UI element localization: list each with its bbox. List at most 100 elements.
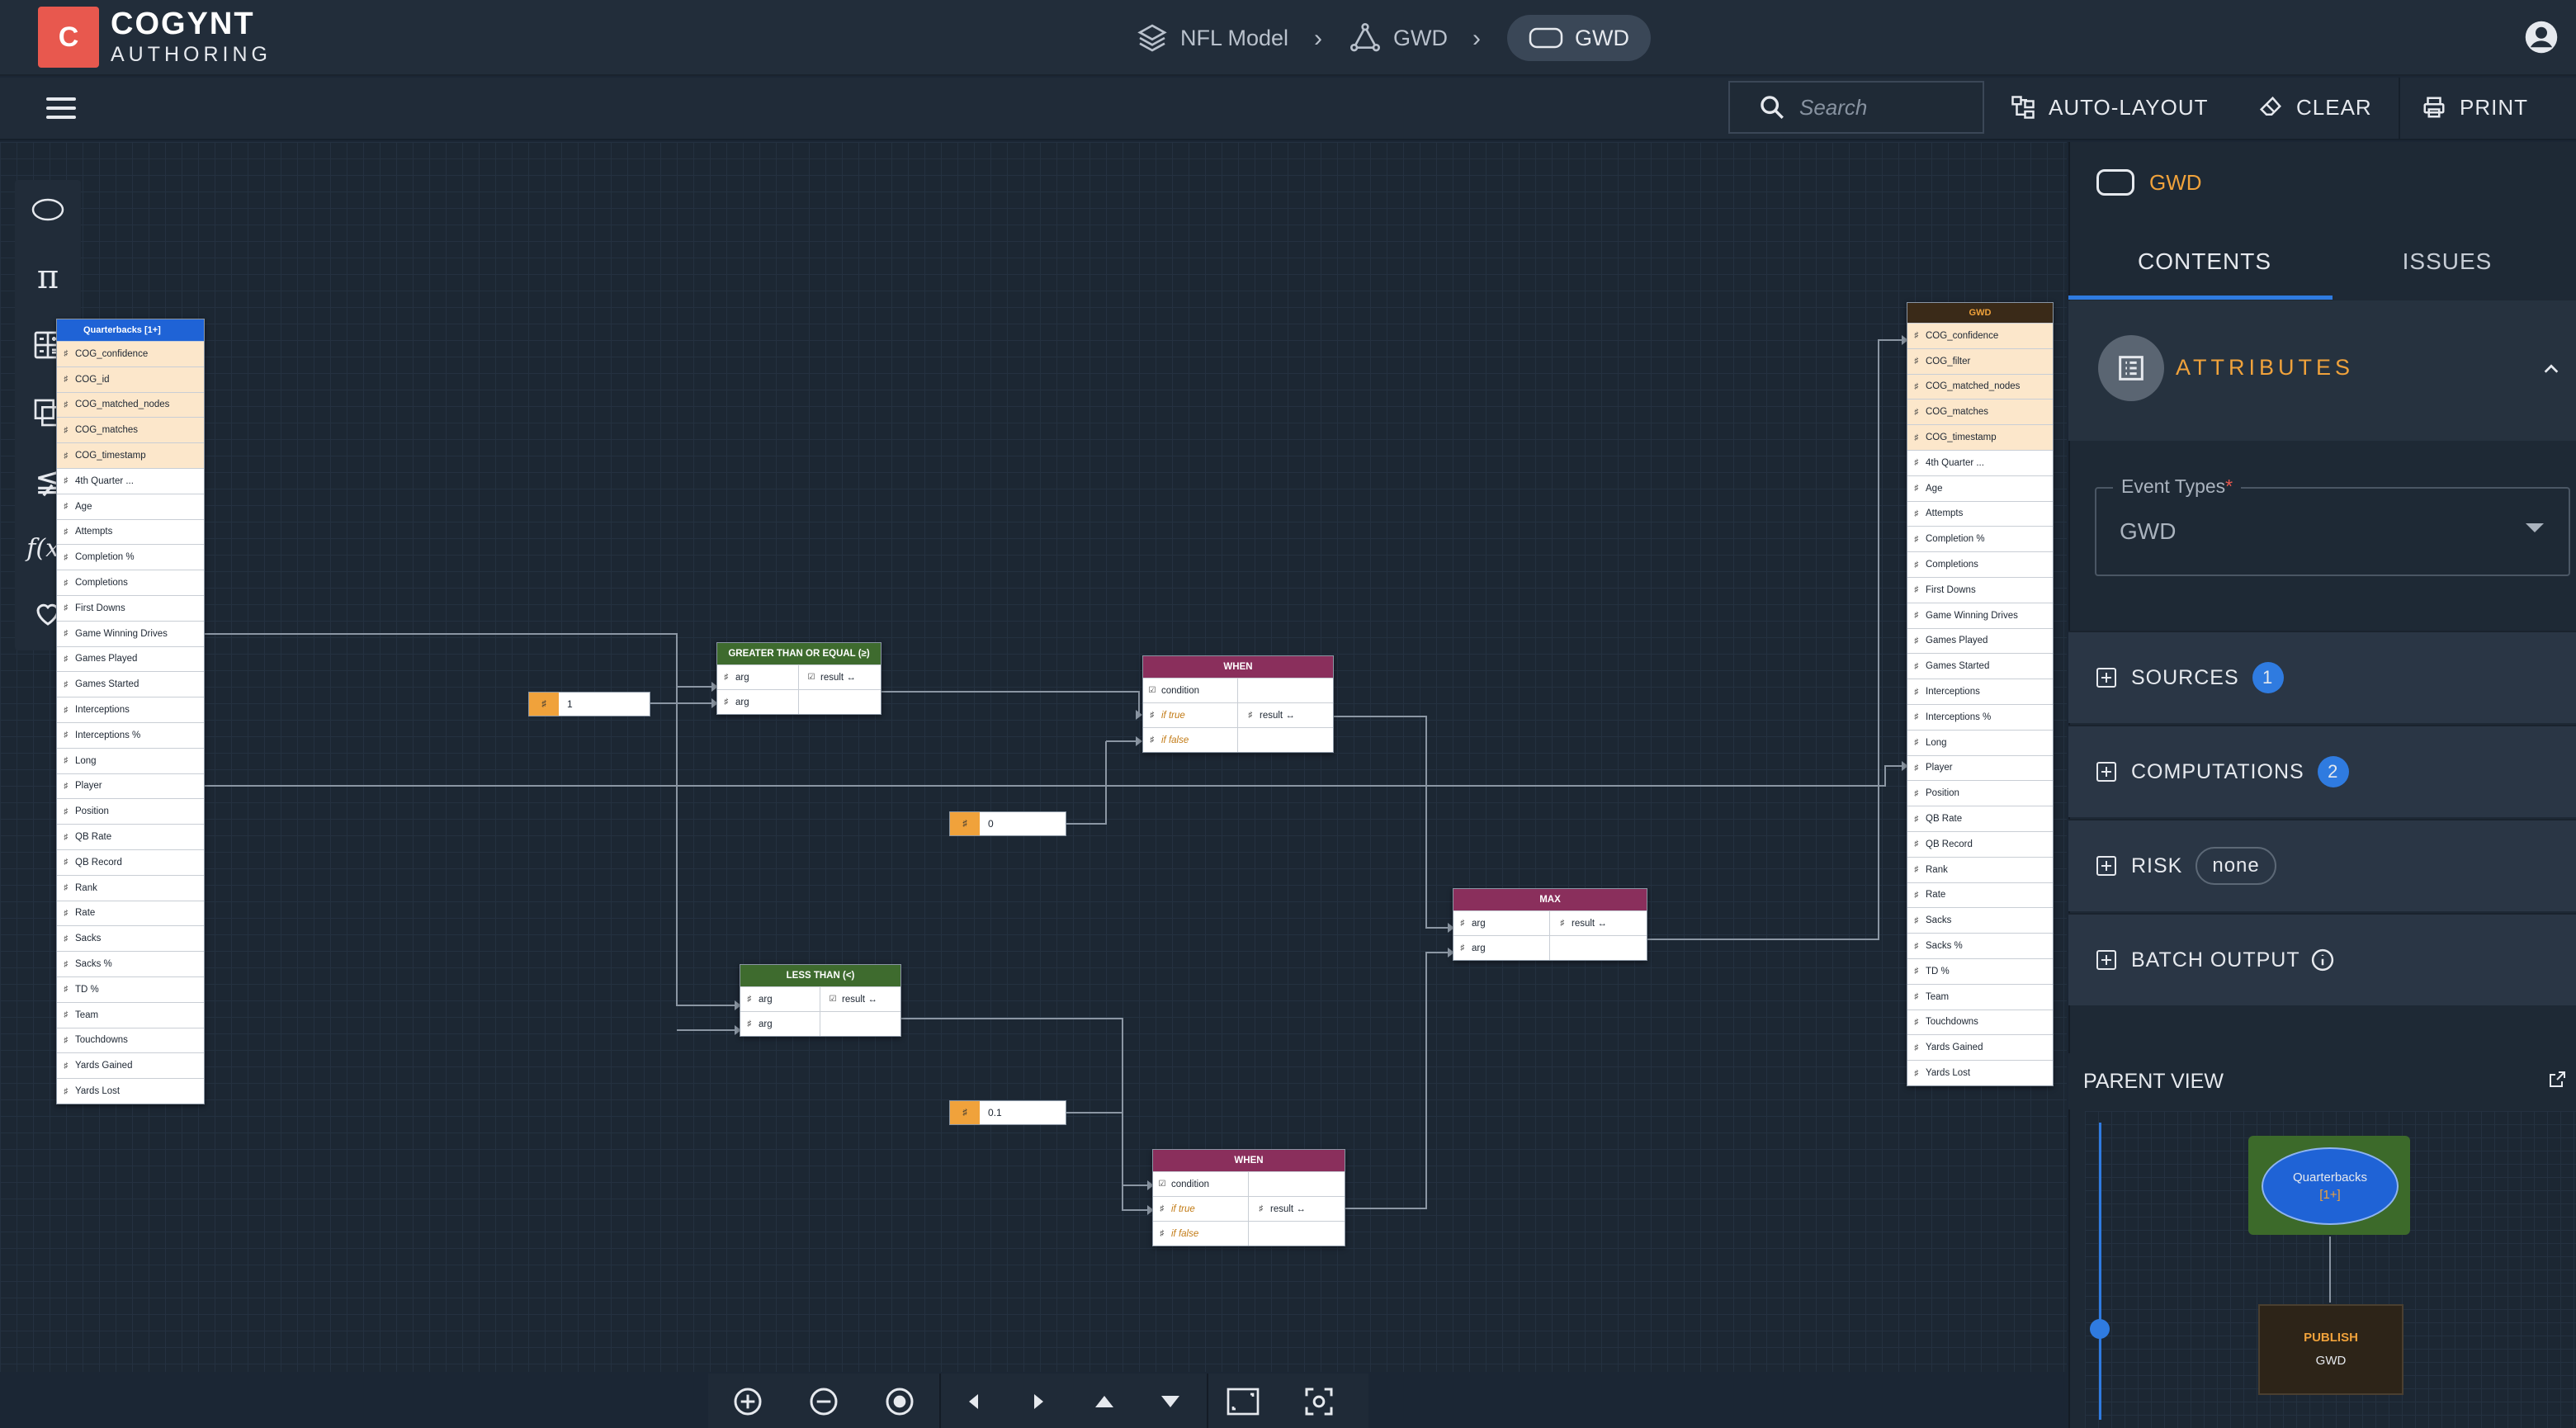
field-row[interactable]: ♯Completions — [57, 570, 204, 595]
result-port[interactable]: ♯result ↔ — [1238, 703, 1333, 727]
pan-down-button[interactable] — [1149, 1380, 1192, 1423]
result-port[interactable]: ♯result ↔ — [1249, 1197, 1345, 1221]
user-avatar-icon[interactable] — [2524, 20, 2559, 54]
field-row[interactable]: ♯Sacks % — [1907, 933, 2053, 958]
field-row[interactable]: ♯Long — [57, 747, 204, 773]
breadcrumb-nfl-model[interactable]: NFL Model — [1136, 15, 1288, 61]
field-row[interactable]: ♯Completions — [1907, 551, 2053, 577]
if-true-port[interactable]: ♯if true — [1153, 1197, 1249, 1221]
meta-field-row[interactable]: ♯COG_confidence — [1907, 323, 2053, 348]
search-input[interactable]: Search — [1728, 81, 1984, 134]
field-row[interactable]: ♯First Downs — [57, 594, 204, 621]
meta-field-row[interactable]: ♯COG_matched_nodes — [1907, 373, 2053, 400]
constant-node-0[interactable]: ♯0 — [949, 811, 1066, 836]
function-when-1[interactable]: WHEN ☑condition ♯if true♯result ↔ ♯if fa… — [1142, 655, 1334, 753]
screenshot-button[interactable] — [1297, 1380, 1340, 1423]
meta-field-row[interactable]: ♯COG_matches — [1907, 399, 2053, 425]
zoom-in-button[interactable] — [726, 1380, 769, 1423]
function-max[interactable]: MAX ♯arg♯result ↔ ♯arg — [1453, 888, 1647, 961]
field-row[interactable]: ♯Completion % — [57, 544, 204, 570]
if-true-port[interactable]: ♯if true — [1143, 703, 1238, 727]
field-row[interactable]: ♯Games Played — [1907, 627, 2053, 654]
arg-port-2[interactable]: ♯arg — [1453, 936, 1550, 960]
clear-button[interactable]: CLEAR — [2258, 83, 2372, 132]
result-port[interactable]: ♯result ↔ — [1550, 911, 1647, 935]
field-row[interactable]: ♯Game Winning Drives — [57, 620, 204, 646]
arg-port-2[interactable]: ♯arg — [717, 690, 799, 714]
function-less-than[interactable]: LESS THAN (<) ♯arg☑result ↔ ♯arg — [740, 964, 901, 1037]
output-node-gwd[interactable]: GWD ♯COG_confidence♯COG_filter♯COG_match… — [1907, 302, 2054, 1086]
field-row[interactable]: ♯Yards Gained — [57, 1052, 204, 1078]
field-row[interactable]: ♯QB Rate — [1907, 806, 2053, 831]
field-row[interactable]: ♯TD % — [57, 976, 204, 1002]
arg-port-1[interactable]: ♯arg — [1453, 911, 1550, 935]
if-false-port[interactable]: ♯if false — [1153, 1222, 1249, 1246]
field-row[interactable]: ♯Position — [57, 798, 204, 824]
field-row[interactable]: ♯Long — [1907, 729, 2053, 755]
field-row[interactable]: ♯Team — [1907, 983, 2053, 1010]
field-row[interactable]: ♯Player — [57, 773, 204, 799]
meta-field-row[interactable]: ♯COG_timestamp — [1907, 424, 2053, 450]
field-row[interactable]: ♯QB Record — [57, 849, 204, 875]
tab-contents[interactable]: CONTENTS — [2138, 248, 2271, 274]
field-row[interactable]: ♯Games Started — [1907, 653, 2053, 679]
pan-right-button[interactable] — [1017, 1380, 1060, 1423]
field-row[interactable]: ♯Sacks — [57, 925, 204, 951]
event-pattern-tool[interactable] — [15, 178, 81, 241]
print-button[interactable]: PRINT — [2422, 83, 2528, 132]
field-row[interactable]: ♯Interceptions — [1907, 679, 2053, 704]
field-row[interactable]: ♯Attempts — [57, 518, 204, 545]
pan-left-button[interactable] — [952, 1380, 995, 1423]
auto-layout-button[interactable]: AUTO-LAYOUT — [2011, 83, 2209, 132]
field-row[interactable]: ♯Completion % — [1907, 526, 2053, 551]
field-row[interactable]: ♯Sacks % — [57, 951, 204, 976]
field-row[interactable]: ♯Age — [1907, 475, 2053, 501]
breadcrumb-gwd-model[interactable]: GWD — [1349, 15, 1448, 61]
pan-up-button[interactable] — [1083, 1380, 1126, 1423]
field-row[interactable]: ♯Attempts — [1907, 500, 2053, 527]
field-row[interactable]: ♯4th Quarter ... — [1907, 449, 2053, 475]
field-row[interactable]: ♯Touchdowns — [57, 1027, 204, 1053]
chevron-up-icon[interactable] — [2542, 360, 2560, 378]
field-row[interactable]: ♯Rank — [1907, 856, 2053, 882]
condition-port[interactable]: ☑condition — [1153, 1172, 1249, 1196]
field-row[interactable]: ♯QB Rate — [57, 824, 204, 849]
favorites-tool[interactable] — [15, 583, 81, 645]
field-row[interactable]: ♯Player — [1907, 754, 2053, 781]
condition-port[interactable]: ☑condition — [1143, 679, 1238, 702]
field-row[interactable]: ♯Interceptions % — [57, 721, 204, 748]
constant-node-1[interactable]: ♯1 — [528, 692, 650, 716]
field-row[interactable]: ♯4th Quarter ... — [57, 467, 204, 494]
parent-view-zoom-slider[interactable] — [2099, 1123, 2101, 1420]
constant-tool-pi-icon[interactable]: π — [36, 258, 59, 296]
field-row[interactable]: ♯TD % — [1907, 958, 2053, 984]
arg-port-2[interactable]: ♯arg — [740, 1012, 820, 1036]
field-row[interactable]: ♯Rate — [57, 900, 204, 926]
field-row[interactable]: ♯Interceptions — [57, 697, 204, 722]
constant-node-0-1[interactable]: ♯0.1 — [949, 1100, 1066, 1125]
event-types-select[interactable] — [2095, 487, 2570, 576]
field-row[interactable]: ♯Games Played — [57, 645, 204, 672]
fit-to-screen-button[interactable] — [1222, 1380, 1264, 1423]
field-row[interactable]: ♯Yards Lost — [57, 1078, 204, 1104]
slider-knob[interactable] — [2090, 1319, 2110, 1339]
field-row[interactable]: ♯First Downs — [1907, 576, 2053, 603]
breadcrumb-gwd-current[interactable]: GWD — [1507, 15, 1651, 61]
meta-field-row[interactable]: ♯COG_matches — [57, 417, 204, 443]
center-button[interactable] — [878, 1380, 921, 1423]
batch-output-section[interactable]: BATCH OUTPUT — [2068, 913, 2576, 1005]
result-port[interactable]: ☑result ↔ — [799, 665, 881, 689]
zoom-out-button[interactable] — [802, 1380, 845, 1423]
tab-issues[interactable]: ISSUES — [2402, 248, 2493, 274]
field-row[interactable]: ♯Sacks — [1907, 907, 2053, 933]
parent-node-quarterbacks[interactable]: Quarterbacks[1+] — [2262, 1147, 2399, 1225]
if-false-port[interactable]: ♯if false — [1143, 728, 1238, 752]
field-row[interactable]: ♯Yards Gained — [1907, 1034, 2053, 1060]
meta-field-row[interactable]: ♯COG_id — [57, 366, 204, 392]
info-icon[interactable] — [2310, 948, 2335, 972]
app-logo[interactable]: C — [38, 7, 99, 68]
